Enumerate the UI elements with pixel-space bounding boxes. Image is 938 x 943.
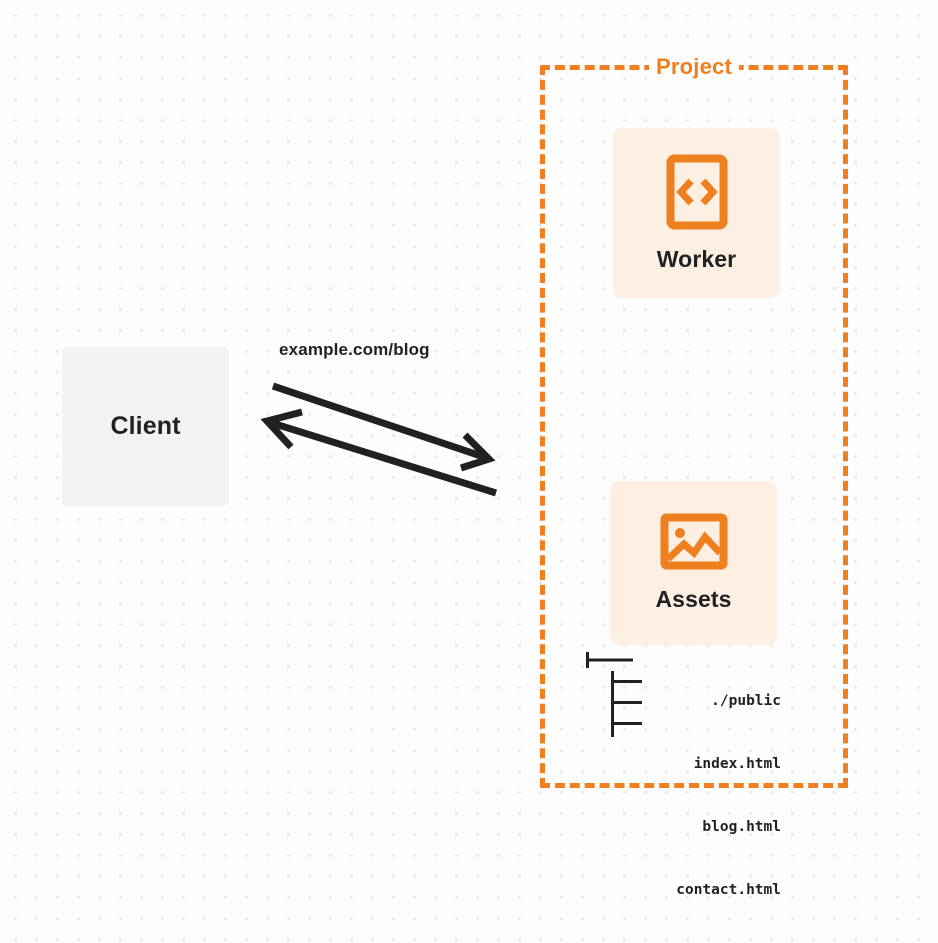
file-tree-item-blog[interactable]: blog.html bbox=[702, 819, 781, 835]
file-tree-item-index[interactable]: index.html bbox=[693, 756, 781, 772]
project-group[interactable]: Project bbox=[540, 54, 848, 788]
file-tree-item-contact[interactable]: contact.html bbox=[676, 882, 781, 898]
client-node-label: Client bbox=[110, 412, 181, 440]
assets-node[interactable]: Assets bbox=[610, 481, 777, 645]
project-group-title: Project bbox=[649, 54, 739, 80]
worker-node[interactable]: Worker bbox=[613, 128, 780, 298]
response-arrow bbox=[260, 408, 498, 497]
assets-node-label: Assets bbox=[655, 586, 732, 612]
client-node[interactable]: Client bbox=[62, 347, 229, 506]
diagram-canvas: Client example.com/blog Project Worker bbox=[62, 54, 848, 898]
worker-node-label: Worker bbox=[656, 245, 737, 272]
request-arrow bbox=[271, 382, 496, 472]
image-picture-icon bbox=[660, 513, 728, 570]
file-tree-connectors bbox=[586, 652, 642, 737]
file-tree: ./public index.html blog.html contact.ht… bbox=[585, 649, 781, 943]
code-brackets-icon bbox=[666, 154, 728, 230]
file-tree-root[interactable]: ./public bbox=[711, 693, 781, 709]
edge-url-label: example.com/blog bbox=[279, 340, 430, 359]
